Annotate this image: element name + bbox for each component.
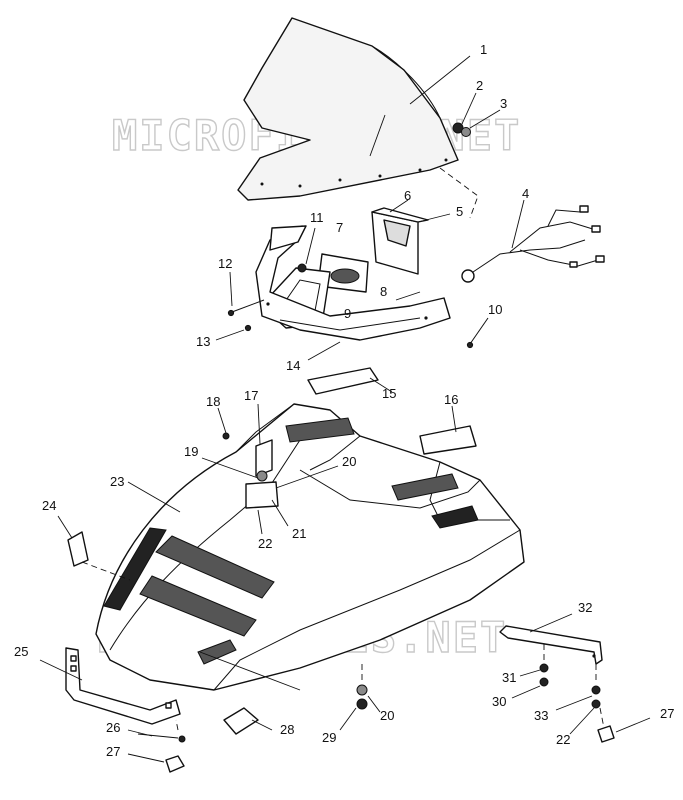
bolt-26 bbox=[127, 719, 186, 743]
callout-13: 13 bbox=[196, 334, 210, 349]
callout-27-right: 27 bbox=[660, 706, 674, 721]
callout-28: 28 bbox=[280, 722, 294, 737]
callout-14: 14 bbox=[286, 358, 300, 373]
bracket-25 bbox=[39, 647, 181, 725]
callout-22-right: 22 bbox=[556, 732, 570, 747]
callout-labels: 1 2 3 4 5 6 7 8 9 10 11 12 13 14 15 16 1… bbox=[14, 42, 674, 759]
callout-27-left: 27 bbox=[106, 744, 120, 759]
callout-25: 25 bbox=[14, 644, 28, 659]
callout-7: 7 bbox=[336, 220, 343, 235]
callout-19: 19 bbox=[184, 444, 198, 459]
screw-13 bbox=[215, 324, 252, 341]
callout-20-top: 20 bbox=[342, 454, 356, 469]
leader-14 bbox=[307, 341, 341, 361]
callout-3: 3 bbox=[500, 96, 507, 111]
callout-15: 15 bbox=[382, 386, 396, 401]
callout-24: 24 bbox=[42, 498, 56, 513]
trim-24 bbox=[57, 515, 131, 581]
callout-1: 1 bbox=[480, 42, 487, 57]
callout-32: 32 bbox=[578, 600, 592, 615]
callout-8: 8 bbox=[380, 284, 387, 299]
callout-22-hood: 22 bbox=[258, 536, 272, 551]
wiring-harness bbox=[461, 199, 605, 283]
decal-28 bbox=[223, 707, 273, 735]
callout-16: 16 bbox=[444, 392, 458, 407]
callout-29: 29 bbox=[322, 730, 336, 745]
clip-27-left bbox=[127, 753, 185, 773]
callout-18: 18 bbox=[206, 394, 220, 409]
callout-23: 23 bbox=[110, 474, 124, 489]
headlight-housing bbox=[371, 199, 451, 275]
callout-11: 11 bbox=[310, 210, 324, 225]
decal-15 bbox=[307, 367, 393, 395]
decal-16 bbox=[419, 405, 477, 455]
hood bbox=[95, 403, 525, 691]
windshield bbox=[237, 17, 471, 201]
callout-6: 6 bbox=[404, 188, 411, 203]
callout-21: 21 bbox=[292, 526, 306, 541]
screw-10 bbox=[466, 317, 489, 349]
hood-hardware bbox=[201, 403, 339, 535]
grommet-29 bbox=[339, 660, 381, 731]
callout-9: 9 bbox=[344, 306, 351, 321]
callout-2: 2 bbox=[476, 78, 483, 93]
callout-5: 5 bbox=[456, 204, 463, 219]
callout-26: 26 bbox=[106, 720, 120, 735]
nut-11 bbox=[297, 227, 316, 273]
callout-31: 31 bbox=[502, 670, 516, 685]
callout-33: 33 bbox=[534, 708, 548, 723]
bracket-32 bbox=[499, 613, 603, 680]
grommet-2 bbox=[452, 92, 477, 134]
nut-3 bbox=[461, 109, 501, 137]
callout-30: 30 bbox=[492, 694, 506, 709]
callout-20-bottom: 20 bbox=[380, 708, 394, 723]
callout-4: 4 bbox=[522, 186, 529, 201]
callout-12: 12 bbox=[218, 256, 232, 271]
callout-17: 17 bbox=[244, 388, 258, 403]
screw-12 bbox=[227, 271, 265, 317]
right-hardware bbox=[511, 663, 651, 743]
headlight-pod-panel bbox=[255, 225, 451, 341]
callout-10: 10 bbox=[488, 302, 502, 317]
